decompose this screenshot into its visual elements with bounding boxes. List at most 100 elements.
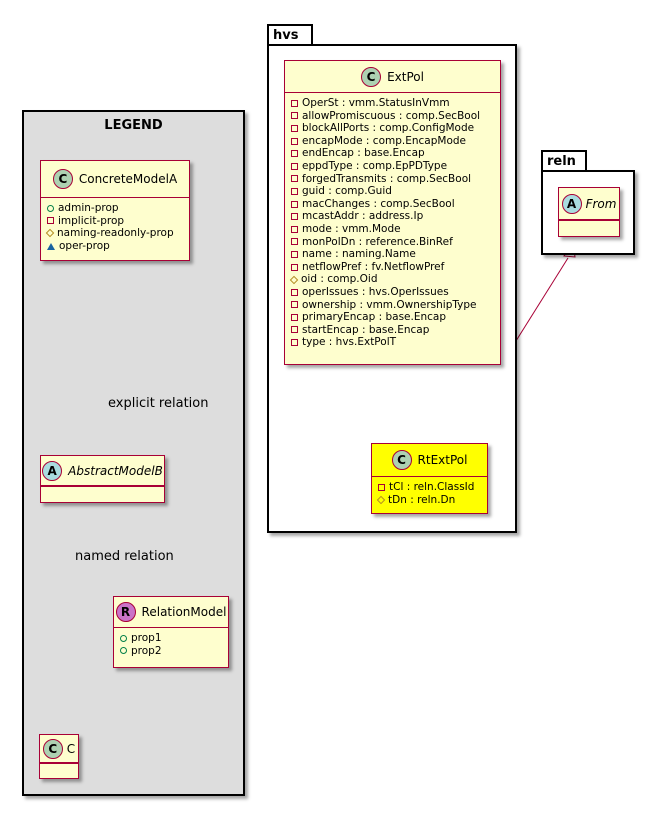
attribute-row: mcastAddr : address.Ip	[291, 210, 494, 223]
attribute-row: ownership : vmm.OwnershipType	[291, 299, 494, 312]
c-class[interactable]: C C	[39, 734, 79, 779]
attribute-row: macChanges : comp.SecBool	[291, 198, 494, 211]
attribute-text: primaryEncap : base.Encap	[302, 311, 446, 324]
attribute-text: encapMode : comp.EncapMode	[302, 134, 467, 147]
class-badge-icon: C	[52, 169, 73, 189]
private-visibility-icon	[291, 137, 298, 145]
attribute-row: OperSt : vmm.StatusInVmm	[291, 97, 494, 110]
class-name: ExtPol	[387, 69, 424, 84]
attribute-row: monPolDn : reference.BinRef	[291, 236, 494, 249]
class-attributes: admin-prop implicit-prop naming-readonly…	[41, 198, 189, 256]
class-attributes: tCl : reln.ClassId tDn : reln.Dn	[372, 477, 487, 510]
attribute-text: oper-prop	[59, 239, 110, 252]
concrete-model-a-class[interactable]: C ConcreteModelA admin-prop implicit-pro…	[40, 160, 190, 261]
attribute-row: endEncap : base.Encap	[291, 147, 494, 160]
class-header: C ConcreteModelA	[41, 161, 189, 198]
attribute-text: name : naming.Name	[302, 248, 416, 261]
attribute-text: naming-readonly-prop	[57, 227, 174, 240]
class-badge-icon: C	[361, 66, 382, 87]
attribute-row: blockAllPorts : comp.ConfigMode	[291, 122, 494, 135]
attribute-text: oid : comp.Oid	[301, 273, 378, 286]
attribute-text: guid : comp.Guid	[302, 185, 392, 198]
legend-title: LEGEND	[104, 118, 163, 133]
abstract-model-b-class[interactable]: A AbstractModelB	[40, 455, 165, 503]
private-visibility-icon	[291, 263, 298, 271]
class-name: AbstractModelB	[68, 463, 163, 478]
attribute-row: forgedTransmits : comp.SecBool	[291, 173, 494, 186]
attribute-text: macChanges : comp.SecBool	[302, 197, 455, 210]
from-class[interactable]: A From	[558, 187, 620, 237]
class-separator	[40, 763, 78, 772]
explicit-relation-label: explicit relation	[108, 396, 209, 411]
class-header: A AbstractModelB	[41, 456, 164, 486]
rtextpol-class[interactable]: C RtExtPol tCl : reln.ClassId tDn : reln…	[371, 443, 488, 514]
class-name: ConcreteModelA	[78, 172, 178, 186]
protected-visibility-icon	[289, 275, 299, 284]
private-visibility-icon	[291, 200, 298, 208]
attribute-text: endEncap : base.Encap	[302, 147, 425, 160]
class-name: From	[585, 196, 617, 211]
attribute-text: admin-prop	[58, 202, 119, 214]
attribute-row: guid : comp.Guid	[291, 185, 494, 198]
class-badge-icon: C	[391, 450, 412, 470]
private-visibility-icon	[291, 150, 298, 158]
abstract-badge-icon: A	[42, 460, 63, 481]
class-header: C RtExtPol	[372, 444, 487, 477]
class-header: C C	[40, 735, 78, 763]
private-visibility-icon	[291, 301, 298, 309]
class-name: C	[66, 741, 76, 756]
class-attributes: prop1 prop2	[114, 628, 228, 661]
class-name: RelationModel	[141, 605, 227, 619]
private-visibility-icon	[291, 162, 298, 170]
private-visibility-icon	[291, 99, 298, 107]
attribute-row: encapMode : comp.EncapMode	[291, 135, 494, 148]
attribute-text: mcastAddr : address.Ip	[302, 210, 424, 223]
private-visibility-icon	[291, 175, 298, 183]
public-visibility-icon	[120, 634, 127, 642]
attribute-text: prop1	[131, 632, 162, 644]
attribute-row: admin-prop	[47, 202, 183, 215]
attribute-text: allowPromiscuous : comp.SecBool	[302, 109, 481, 122]
private-visibility-icon	[291, 250, 298, 258]
private-visibility-icon	[291, 313, 298, 321]
class-badge-icon: C	[42, 738, 63, 759]
private-visibility-icon	[291, 187, 298, 195]
attribute-row: prop2	[120, 645, 222, 658]
attribute-row: implicit-prop	[47, 215, 183, 228]
private-visibility-icon	[291, 238, 298, 246]
attribute-text: tDn : reln.Dn	[388, 493, 456, 506]
private-visibility-icon	[291, 326, 298, 334]
abstract-badge-icon: A	[561, 193, 582, 214]
attribute-text: monPolDn : reference.BinRef	[302, 235, 453, 248]
attribute-text: blockAllPorts : comp.ConfigMode	[302, 122, 475, 135]
attribute-text: prop2	[131, 644, 162, 657]
attribute-row: oper-prop	[47, 240, 183, 253]
attribute-row: tCl : reln.ClassId	[378, 481, 481, 494]
attribute-row: eppdType : comp.EpPDType	[291, 160, 494, 173]
relation-model-class[interactable]: R RelationModel prop1 prop2	[113, 596, 229, 668]
attribute-text: type : hvs.ExtPolT	[302, 336, 397, 349]
attribute-row: netflowPref : fv.NetflowPref	[291, 261, 494, 274]
private-visibility-icon	[291, 339, 298, 347]
attribute-row: mode : vmm.Mode	[291, 223, 494, 236]
class-name: RtExtPol	[417, 453, 468, 467]
class-header: C ExtPol	[285, 61, 500, 93]
attribute-row: tDn : reln.Dn	[376, 493, 481, 507]
attribute-row: operIssues : hvs.OperIssues	[291, 286, 494, 299]
class-separator	[41, 486, 164, 495]
attribute-text: tCl : reln.ClassId	[389, 481, 475, 493]
attribute-row: startEncap : base.Encap	[291, 324, 494, 337]
attribute-text: startEncap : base.Encap	[302, 323, 430, 336]
attribute-row: naming-readonly-prop	[45, 227, 183, 240]
private-visibility-icon	[291, 288, 298, 296]
attribute-text: ownership : vmm.OwnershipType	[302, 298, 477, 311]
attribute-row: type : hvs.ExtPolT	[291, 336, 494, 349]
relation-badge-icon: R	[115, 602, 136, 622]
attribute-row: allowPromiscuous : comp.SecBool	[291, 110, 494, 123]
attribute-text: operIssues : hvs.OperIssues	[302, 285, 449, 298]
private-visibility-icon	[291, 124, 298, 132]
private-visibility-icon	[291, 213, 298, 221]
named-relation-label: named relation	[75, 549, 174, 564]
